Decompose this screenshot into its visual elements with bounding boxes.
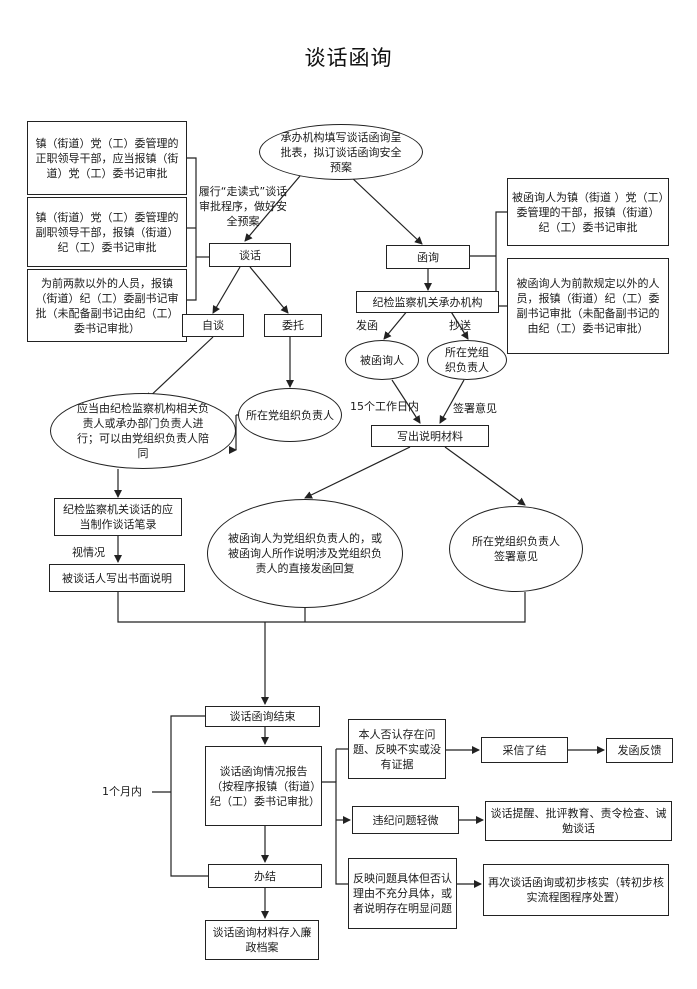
right-box-bot: 被函询人为前款规定以外的人员，报镇（街道）纪（工）委副书记审批（未配备副书记的由… [507,258,669,354]
xiechu-box: 写出说明材料 [371,425,489,447]
zitan-box: 自谈 [182,314,244,337]
shumian-box: 被谈话人写出书面说明 [49,564,185,592]
zaici-text: 再次谈话函询或初步核实（转初步核实流程图程序处置） [488,876,664,904]
banjie-box: 办结 [208,864,322,888]
label-fahan: 发函 [356,319,378,332]
edge-baogao-branch [322,781,348,885]
suozai-dang-ellipse: 所在党组织负责人 [238,388,342,442]
left-box-top-text: 镇（街道）党（工）委管理的正职领导干部，应当报镇（街道）党（工）委书记审批 [35,136,179,180]
zaici-box: 再次谈话函询或初步核实（转初步核实流程图程序处置） [483,864,669,916]
cundang-box: 谈话函询材料存入廉政档案 [205,920,319,960]
weiji-text: 违纪问题轻微 [372,813,439,827]
edge-dangzuzhi-xiechu [439,379,465,424]
start-ellipse: 承办机构填写谈话函询呈批表，拟订谈话函询安全预案 [259,124,423,180]
label-lvxing: 履行“走读式”谈话审批程序，做好安全预案 [198,185,288,228]
label-shiqingkuang: 视情况 [72,546,105,559]
right-box-top-text: 被函询人为镇（街道 ）党（工）委管理的干部，报镇（街道）纪（工）委书记审批 [512,190,664,234]
bei-hanxun-ren-ellipse: 被函询人 [345,340,419,380]
fouren-box: 本人否认存在问题、反映不实或没有证据 [348,719,446,779]
left-box-mid-text: 镇（街道）党（工）委管理的副职领导干部，报镇（街道）纪（工）委书记审批 [35,210,179,254]
tixing-box: 谈话提醒、批评教育、责令检查、诫勉谈话 [485,801,672,841]
right-box-top: 被函询人为镇（街道 ）党（工）委管理的干部，报镇（街道）纪（工）委书记审批 [507,178,669,246]
qianshu-text: 所在党组织负责人签署意见 [472,535,560,563]
hanxun-box: 函询 [386,245,470,269]
hanxun-text: 函询 [417,250,439,264]
edge-xiechu-qianshu [444,446,526,506]
weituo-box: 委托 [264,314,322,337]
edge-shumian-merge [117,592,526,623]
edge-tanhua-weituo [249,266,289,314]
edge-zitan-yingdang [145,336,214,401]
bei-hanxun-big-ellipse: 被函询人为党组织负责人的，或被函询人所作说明涉及党组织负责人的直接发函回复 [207,499,403,608]
fouren-text: 本人否认存在问题、反映不实或没有证据 [353,727,441,771]
label-qianshu-yijian: 签署意见 [453,402,497,415]
jijian-box: 纪检监察机关承办机构 [356,291,499,313]
edge-bei-xiechu [391,379,421,424]
edge-month-bracket [170,715,208,877]
edge-start-hanxun [349,175,423,245]
zitan-text: 自谈 [202,319,224,332]
qianshu-ellipse: 所在党组织负责人签署意见 [449,506,583,592]
left-box-top: 镇（街道）党（工）委管理的正职领导干部，应当报镇（街道）党（工）委书记审批 [27,121,187,195]
left-box-mid: 镇（街道）党（工）委管理的副职领导干部，报镇（街道）纪（工）委书记审批 [27,197,187,267]
jijian-text: 纪检监察机关承办机构 [372,295,483,309]
jieshu-box: 谈话函询结束 [205,706,320,727]
weituo-text: 委托 [282,319,304,332]
label-gongzuori: 15个工作日内 [350,400,419,413]
jieshu-text: 谈话函询结束 [229,710,296,723]
weiji-box: 违纪问题轻微 [352,806,459,834]
dangzuzhi-fzr-text: 所在党组织负责人 [445,346,489,374]
edge-tanhua-zitan [212,266,241,314]
suozai-dang-text: 所在党组织负责人 [246,408,334,422]
edge-jijian-bei [383,309,409,340]
xiechu-text: 写出说明材料 [397,429,463,443]
baogao-text: 谈话函询情况报告（按程序报镇（街道）纪（工）委书记审批） [210,764,320,808]
shumian-text: 被谈话人写出书面说明 [62,571,172,585]
yingdang-text: 应当由纪检监察机构相关负责人或承办部门负责人进行；可以由党组织负责人陪同 [77,402,209,460]
yingdang-ellipse: 应当由纪检监察机构相关负责人或承办部门负责人进行；可以由党组织负责人陪同 [50,393,236,469]
fanying-box: 反映问题具体但否认理由不充分具体，或者说明存在明显问题 [348,858,457,929]
left-box-bot: 为前两款以外的人员，报镇（街道）纪（工）委副书记审批（未配备副书记由纪（工）委书… [27,269,187,342]
edge-jijian-dangzuzhi [449,309,469,340]
baogao-box: 谈话函询情况报告（按程序报镇（街道）纪（工）委书记审批） [205,746,322,826]
bilu-box: 纪检监察机关谈话的应当制作谈话笔录 [54,498,182,536]
fahan-fankui-text: 发函反馈 [617,744,662,757]
bei-hanxun-ren-text: 被函询人 [360,353,404,367]
left-box-bot-text: 为前两款以外的人员，报镇（街道）纪（工）委副书记审批（未配备副书记由纪（工）委书… [35,276,179,335]
label-chaosong: 抄送 [449,319,471,332]
page-title: 谈话函询 [304,46,393,70]
fahan-fankui-box: 发函反馈 [606,738,673,763]
edge-left-bracket [187,157,197,301]
caixin-box: 采信了结 [481,737,568,763]
bei-hanxun-big-text: 被函询人为党组织负责人的，或被函询人所作说明涉及党组织负责人的直接发函回复 [228,532,382,575]
edge-right-bracket [495,211,507,307]
right-box-bot-text: 被函询人为前款规定以外的人员，报镇（街道）纪（工）委副书记审批（未配备副书记的由… [516,277,660,335]
caixin-text: 采信了结 [502,743,547,757]
cundang-text: 谈话函询材料存入廉政档案 [212,926,312,954]
start-text: 承办机构填写谈话函询呈批表，拟订谈话函询安全预案 [280,130,402,174]
banjie-text: 办结 [254,869,276,883]
dangzuzhi-fzr-ellipse: 所在党组织负责人 [427,340,507,380]
edge-xiechu-beihanxun [304,446,411,499]
bilu-text: 纪检监察机关谈话的应当制作谈话笔录 [63,503,173,531]
tanhua-box: 谈话 [209,243,291,267]
edge-start-tanhua [244,175,301,242]
fanying-text: 反映问题具体但否认理由不充分具体，或者说明存在明显问题 [353,872,452,915]
label-yigeyue: 1个月内 [102,785,142,798]
tixing-text: 谈话提醒、批评教育、责令检查、诫勉谈话 [490,807,667,835]
tanhua-text: 谈话 [239,248,261,262]
